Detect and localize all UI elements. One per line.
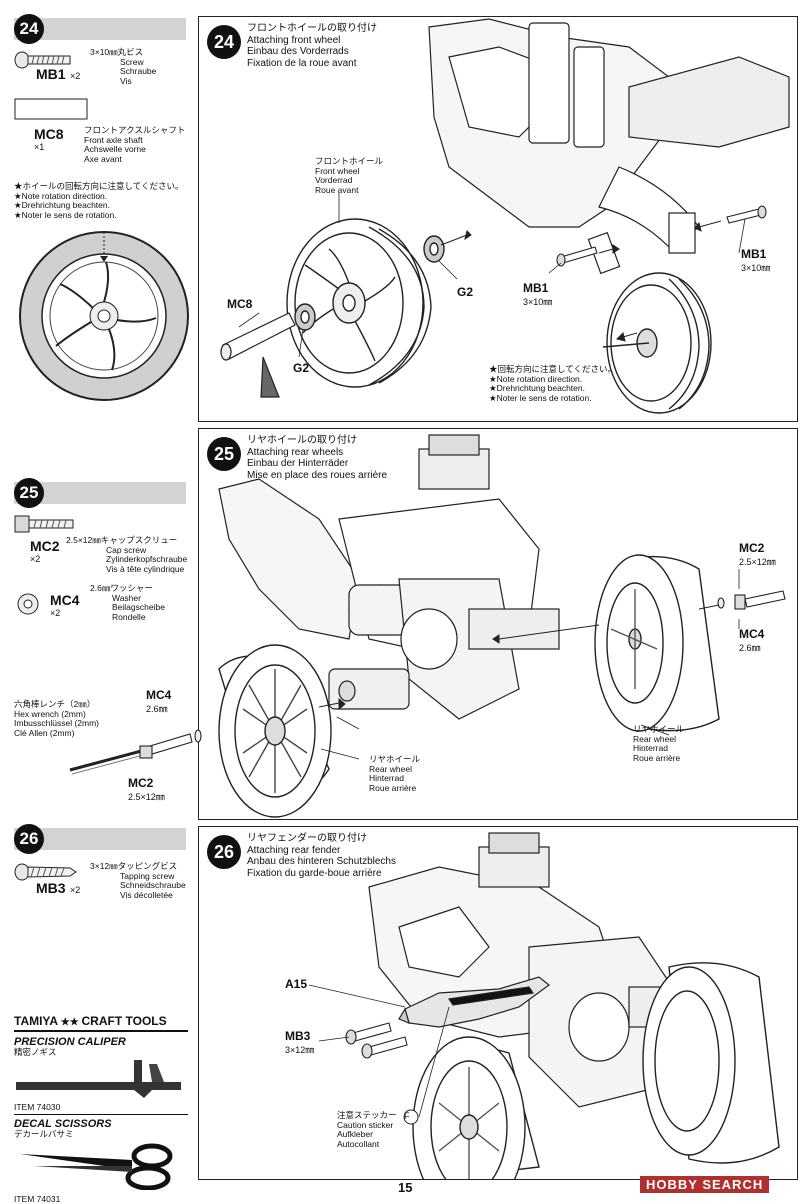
panel-step-26: 26 リヤフェンダーの取り付け Attaching rear fender An… <box>198 826 798 1180</box>
panel-24-rotation-note: ★回転方向に注意してください。 ★Note rotation direction… <box>489 365 616 403</box>
label-g2-left: G2 <box>293 361 309 375</box>
page-number: 15 <box>398 1180 412 1195</box>
part-mb3-desc: 3×12㎜タッピングビス Tapping screw Schneidschrau… <box>90 862 186 900</box>
label-mc2-left: MC2 2.5×12㎜ <box>128 776 165 803</box>
part-mc2-desc: 2.5×12㎜キャップスクリュー Cap screw Zylinderkopfs… <box>66 536 187 574</box>
scissors-icon <box>14 1140 184 1190</box>
rotation-note: ★ホイールの回転方向に注意してください。 ★Note rotation dire… <box>14 182 184 220</box>
label-mb1-right: MB1 3×10㎜ <box>741 247 770 274</box>
step-24-badge: 24 <box>14 14 44 44</box>
tool-caliper-item: ITEM 74030 <box>14 1103 188 1116</box>
label-rear-wheel-left: リヤホイール Rear wheel Hinterrad Roue arrière <box>369 755 420 793</box>
part-mc4-code: MC4 <box>50 592 80 608</box>
label-mc2-right: MC2 2.5×12㎜ <box>739 541 776 568</box>
label-mc8: MC8 <box>227 297 252 311</box>
label-mb1-left: MB1 3×10㎜ <box>523 281 552 308</box>
step-25-badge: 25 <box>14 478 44 508</box>
shaft-mc8-icon <box>14 98 90 122</box>
part-mb1-code: MB1 <box>36 66 66 82</box>
label-g2-right: G2 <box>457 285 473 299</box>
label-front-wheel: フロントホイール Front wheel Vorderrad Roue avan… <box>315 157 383 195</box>
part-mc2-code: MC2 <box>30 538 60 554</box>
front-wheel-rotation-icon <box>16 228 192 404</box>
part-mc2-qty: ×2 <box>30 554 60 564</box>
label-hex-wrench: 六角棒レンチ（2㎜） Hex wrench (2mm) Imbusschlüss… <box>14 700 99 738</box>
screw-mc2-icon <box>14 514 76 534</box>
part-mc8-codeblock: MC8 ×1 <box>34 126 64 152</box>
label-mb3: MB3 3×12㎜ <box>285 1029 314 1056</box>
part-mc8-desc: フロントアクスルシャフト Front axle shaft Achswelle … <box>84 126 185 164</box>
part-mb3-code: MB3 <box>36 880 66 896</box>
label-caution-sticker: 注意ステッカー Caution sticker Aufkleber Autoco… <box>337 1111 397 1149</box>
panel-24-illustration <box>199 17 797 421</box>
panel-step-25: 25 リヤホイールの取り付け Attaching rear wheels Ein… <box>198 428 798 820</box>
step-24-header: 24 <box>14 18 186 40</box>
panel-26-illustration <box>199 827 797 1179</box>
screw-mb3-icon <box>14 862 78 882</box>
step-26-badge: 26 <box>14 824 44 854</box>
step-25-header: 25 <box>14 482 186 504</box>
label-sticker-code: F <box>404 1111 410 1121</box>
caliper-icon <box>14 1058 184 1098</box>
label-rear-wheel-right: リヤホイール Rear wheel Hinterrad Roue arrière <box>633 725 684 763</box>
tool-scissors-name-jp: デカールバサミ <box>14 1130 188 1140</box>
watermark: HOBBY SEARCH <box>640 1176 769 1193</box>
tool-scissors-item: ITEM 74031 <box>14 1195 188 1204</box>
craft-tools-ad: TAMIYA ★★ CRAFT TOOLS PRECISION CALIPER … <box>14 1014 188 1204</box>
tool-caliper-name-jp: 精密ノギス <box>14 1048 188 1058</box>
part-mb3-qty: ×2 <box>70 885 80 895</box>
label-a15: A15 <box>285 977 307 991</box>
panel-step-24: 24 フロントホイールの取り付け Attaching front wheel E… <box>198 16 798 422</box>
label-mc4-left: MC4 2.6㎜ <box>146 688 171 715</box>
washer-mc4-icon <box>16 592 40 616</box>
tools-brand: TAMIYA ★★ CRAFT TOOLS <box>14 1014 188 1032</box>
part-mc4-qty: ×2 <box>50 608 80 618</box>
label-mc4-right: MC4 2.6㎜ <box>739 627 764 654</box>
part-mb1-qty: ×2 <box>70 71 80 81</box>
step-26-header: 26 <box>14 828 186 850</box>
part-mc4-desc: 2.6㎜ワッシャー Washer Beilagscheibe Rondelle <box>90 584 165 622</box>
panel-25-illustration <box>199 429 797 819</box>
part-mb1-desc: 3×10㎜丸ビス Screw Schraube Vis <box>90 48 156 86</box>
